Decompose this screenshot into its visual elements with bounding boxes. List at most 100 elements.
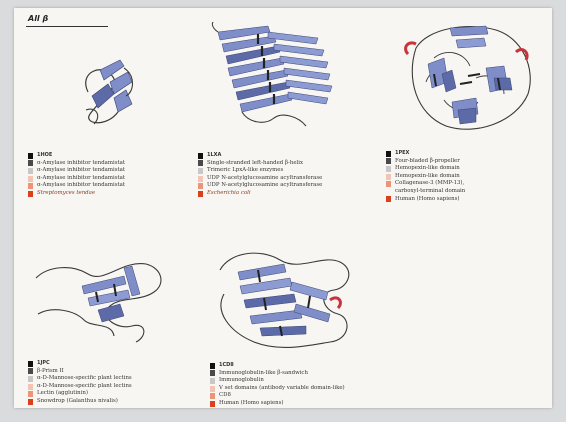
legend-text: α-Amylase inhibitor tendamistat [37,175,125,183]
structure-1lxa [198,22,368,142]
legend-swatch [28,368,33,374]
legend-text: Immunoglobulin [219,377,264,385]
legend-swatch [198,160,203,166]
legend-row: Streptomyces tendae [28,190,125,198]
legend-swatch [198,153,203,159]
legend-text: Hemopexin-like domain [395,165,460,173]
legend-row: UDP N-acetylglucosamine acyltransferase [198,182,322,190]
legend-row: Lectin (agglutinin) [28,390,132,398]
legend-text: α-Amylase inhibitor tendamistat [37,182,125,190]
legend-row: α-Amylase inhibitor tendamistat [28,175,125,183]
pdb-code: 1HOE [37,152,52,160]
legend-swatch [210,378,215,384]
legend-swatch [198,191,203,197]
panel-1lxa: 1LXA Single-stranded left-handed β-helix… [198,22,368,212]
legend-swatch [210,386,215,392]
legend-text: Single-stranded left-handed β-helix [207,160,303,168]
pdb-code: 1JPC [37,360,50,368]
legend-species: Escherichia coli [207,190,251,198]
legend-row: Trimeric LpxA-like enzymes [198,167,322,175]
legend-swatch [386,196,391,202]
legend-1jpc: 1JPC β-Prism II α-D-Mannose-specific pla… [28,360,132,406]
legend-row: Escherichia coli [198,190,322,198]
legend-swatch [28,183,33,189]
legend-row: β-Prism II [28,368,132,376]
pdb-code: 1PEX [395,150,409,158]
legend-text: β-Prism II [37,368,64,376]
legend-row: Collagenase-3 (MMP-13), [386,180,465,188]
structure-1cd8 [210,242,370,358]
legend-swatch [28,191,33,197]
legend-swatch [28,153,33,159]
legend-text: Human (Homo sapiens) [219,400,284,408]
structure-1hoe [28,32,188,142]
legend-text: α-Amylase inhibitor tendamistat [37,160,125,168]
legend-1cd8: 1CD8 Immunoglobulin-like β-sandwich Immu… [210,362,345,408]
legend-row: V set domains (antibody variable domain-… [210,385,345,393]
structure-1pex [386,18,546,138]
legend-text: Lectin (agglutinin) [37,390,88,398]
legend-row: CD8 [210,392,345,400]
legend-swatch [28,399,33,405]
legend-1pex: 1PEX Four-bladed β-propeller Hemopexin-l… [386,150,465,203]
legend-swatch [386,151,391,157]
legend-swatch [210,393,215,399]
legend-row: carboxyl-terminal domain [386,188,465,196]
legend-text: Collagenase-3 (MMP-13), [395,180,464,188]
legend-swatch [28,391,33,397]
legend-text: Snowdrop (Galanthus nivalis) [37,398,118,406]
legend-text: carboxyl-terminal domain [395,188,465,196]
legend-row: α-Amylase inhibitor tendamistat [28,167,125,175]
legend-row: α-Amylase inhibitor tendamistat [28,182,125,190]
panel-1jpc: 1JPC β-Prism II α-D-Mannose-specific pla… [28,256,198,406]
legend-row: 1HOE [28,152,125,160]
legend-text: Immunoglobulin-like β-sandwich [219,370,308,378]
panel-1pex: 1PEX Four-bladed β-propeller Hemopexin-l… [386,18,556,218]
legend-row: Hemopexin-like domain [386,165,465,173]
panel-1cd8: 1CD8 Immunoglobulin-like β-sandwich Immu… [210,242,380,408]
legend-swatch [28,168,33,174]
legend-row: Single-stranded left-handed β-helix [198,160,322,168]
legend-row: Snowdrop (Galanthus nivalis) [28,398,132,406]
legend-1lxa: 1LXA Single-stranded left-handed β-helix… [198,152,322,198]
legend-swatch [198,176,203,182]
legend-swatch [386,166,391,172]
legend-swatch [386,158,391,164]
legend-swatch [198,168,203,174]
legend-row: Human (Homo sapiens) [386,196,465,204]
structure-1jpc [28,256,188,352]
legend-text: Four-bladed β-propeller [395,158,460,166]
legend-row: 1PEX [386,150,465,158]
legend-row: α-Amylase inhibitor tendamistat [28,160,125,168]
legend-text: α-D-Mannose-specific plant lectins [37,375,132,383]
legend-swatch [28,384,33,390]
legend-swatch [28,376,33,382]
legend-row: Immunoglobulin [210,377,345,385]
legend-species: Streptomyces tendae [37,190,95,198]
pdb-code: 1LXA [207,152,221,160]
legend-row: Four-bladed β-propeller [386,158,465,166]
legend-row: Immunoglobulin-like β-sandwich [210,370,345,378]
legend-text: Trimeric LpxA-like enzymes [207,167,283,175]
legend-swatch [28,361,33,367]
legend-swatch [198,183,203,189]
legend-row: Human (Homo sapiens) [210,400,345,408]
section-label: All β [28,14,48,23]
legend-row: α-D-Mannose-specific plant lectins [28,375,132,383]
pdb-code: 1CD8 [219,362,234,370]
legend-row: 1CD8 [210,362,345,370]
legend-row: 1JPC [28,360,132,368]
legend-swatch [210,370,215,376]
legend-row: UDP N-acetylglucosamine acyltransferase [198,175,322,183]
legend-swatch [28,176,33,182]
legend-swatch [210,401,215,407]
figure-page: All β 1HOE α-Amylase inhibitor tendamist… [14,8,552,408]
section-rule [26,26,108,27]
legend-text: UDP N-acetylglucosamine acyltransferase [207,182,322,190]
legend-text: CD8 [219,392,231,400]
panel-1hoe: 1HOE α-Amylase inhibitor tendamistat α-A… [28,32,198,212]
legend-text: V set domains (antibody variable domain-… [219,385,345,393]
legend-swatch [386,181,391,187]
legend-swatch-blank [386,189,391,195]
legend-text: α-Amylase inhibitor tendamistat [37,167,125,175]
